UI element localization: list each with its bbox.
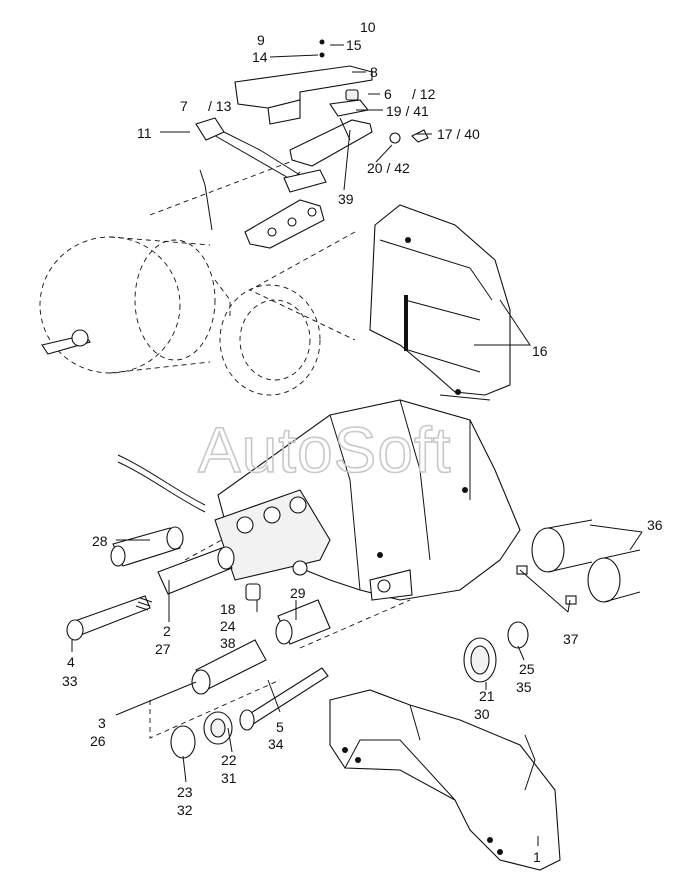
callout-16: 16 (532, 343, 548, 359)
callout-13: / 13 (208, 98, 232, 114)
callout-labels: 10 9 15 14 8 6 / 12 7 / 13 19 / 41 11 17… (62, 19, 663, 865)
callout-14: 14 (252, 49, 268, 65)
callout-25: 25 (519, 661, 535, 677)
leader-lines (71, 44, 643, 846)
callout-22: 22 (221, 752, 237, 768)
callout-7: 7 (180, 98, 188, 114)
callout-11: 11 (137, 125, 152, 141)
callout-26: 26 (90, 733, 106, 749)
callout-29: 29 (290, 585, 306, 601)
callout-18: 18 (220, 601, 236, 617)
callout-36: 36 (647, 517, 663, 533)
brake-chamber-outline (39, 236, 321, 396)
callout-4: 4 (67, 654, 75, 670)
caliper-housing (117, 399, 521, 601)
callout-1: 1 (533, 849, 541, 865)
wear-sensor-assembly (195, 39, 429, 249)
callout-19-41: 19 / 41 (386, 103, 429, 119)
caliper-carrier (329, 689, 561, 871)
callout-9: 9 (257, 32, 265, 48)
callout-31: 31 (221, 770, 237, 786)
callout-10: 10 (360, 19, 376, 35)
callout-8: 8 (370, 64, 378, 80)
callout-39: 39 (338, 191, 354, 207)
callout-6: 6 (384, 86, 392, 102)
callout-37: 37 (563, 631, 579, 647)
callout-38: 38 (220, 635, 236, 651)
callout-12: / 12 (412, 86, 436, 102)
callout-30: 30 (474, 706, 490, 722)
callout-32: 32 (177, 802, 193, 818)
callout-5: 5 (276, 719, 284, 735)
callout-28: 28 (92, 533, 108, 549)
callout-21: 21 (479, 688, 495, 704)
callout-35: 35 (516, 679, 532, 695)
callout-34: 34 (268, 736, 284, 752)
callout-17-40: 17 / 40 (437, 126, 480, 142)
callout-23: 23 (177, 784, 193, 800)
loose-parts (66, 519, 641, 759)
callout-27: 27 (155, 641, 171, 657)
callout-2: 2 (163, 623, 171, 639)
callout-20-42: 20 / 42 (367, 160, 410, 176)
callout-3: 3 (98, 715, 106, 731)
callout-24: 24 (220, 618, 236, 634)
callout-15: 15 (346, 37, 362, 53)
brake-pad-set (369, 204, 511, 401)
callout-33: 33 (62, 673, 78, 689)
watermark-text: AutoSoft (198, 414, 452, 486)
